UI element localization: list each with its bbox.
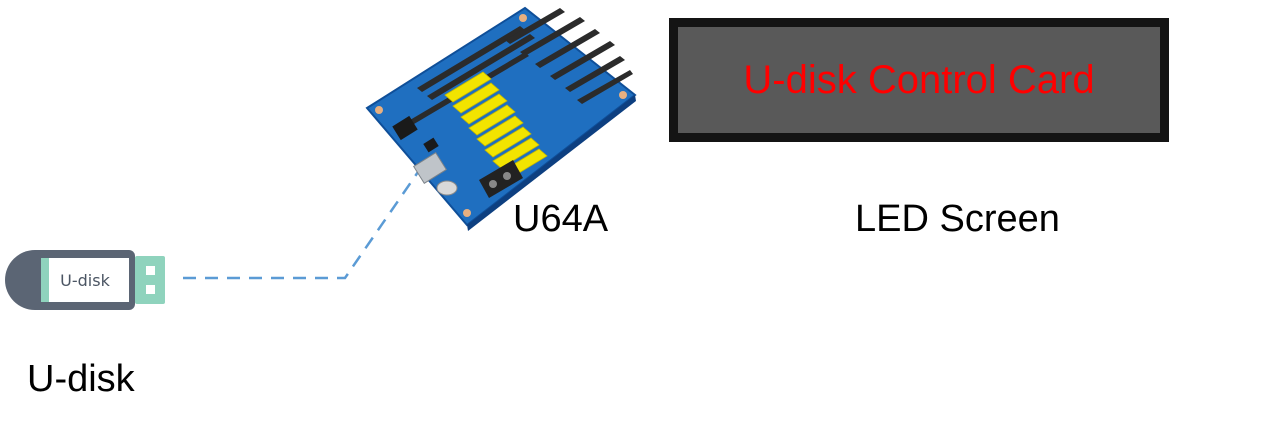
- usb-stick-label-edge: [41, 258, 49, 302]
- usb-contact-hole: [146, 285, 155, 294]
- usb-stick-icon: U-disk: [5, 250, 165, 310]
- usb-stick-label: U-disk: [41, 258, 129, 302]
- usb-connector: [135, 256, 165, 304]
- led-screen: U-disk Control Card: [669, 18, 1169, 142]
- control-board-icon: [365, 6, 637, 231]
- screen-label: LED Screen: [855, 198, 1060, 240]
- udisk-label: U-disk: [27, 358, 135, 400]
- card-label: U64A: [513, 198, 609, 240]
- usb-contact-hole: [146, 266, 155, 275]
- led-screen-text: U-disk Control Card: [743, 57, 1095, 102]
- led-screen-panel: U-disk Control Card: [678, 27, 1160, 133]
